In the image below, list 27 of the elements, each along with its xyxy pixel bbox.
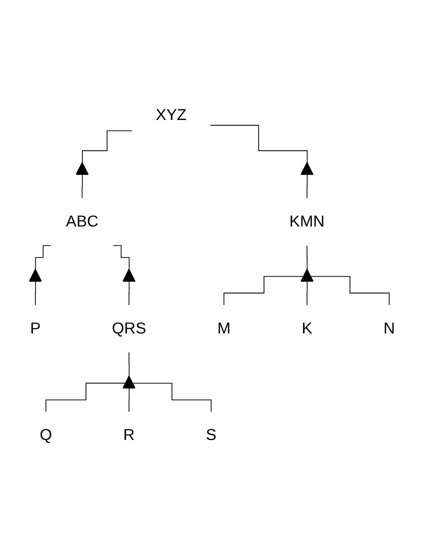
node-text: KMN	[289, 212, 325, 230]
node-text: K	[302, 320, 312, 338]
connector	[306, 280, 308, 306]
connector	[306, 244, 308, 270]
connector	[306, 174, 308, 198]
node-text: N	[383, 320, 395, 338]
node-text: R	[123, 426, 135, 444]
node-text: M	[217, 320, 231, 338]
node-text: ABC	[66, 212, 98, 230]
connector	[132, 382, 212, 412]
connector	[82, 130, 132, 164]
node-text: XYZ	[156, 106, 187, 124]
node-text: QRS	[112, 320, 146, 338]
connector	[82, 174, 83, 198]
connector	[112, 244, 130, 270]
connector	[34, 280, 36, 306]
connector	[128, 388, 130, 412]
node-text: S	[206, 426, 216, 444]
node-text: P	[30, 320, 41, 338]
node-text: Q	[40, 426, 52, 444]
connector	[128, 352, 130, 377]
connector	[46, 382, 126, 412]
connector	[128, 280, 130, 306]
connector	[224, 276, 304, 306]
connector	[310, 276, 390, 306]
connector	[210, 124, 308, 164]
connector	[35, 244, 52, 270]
